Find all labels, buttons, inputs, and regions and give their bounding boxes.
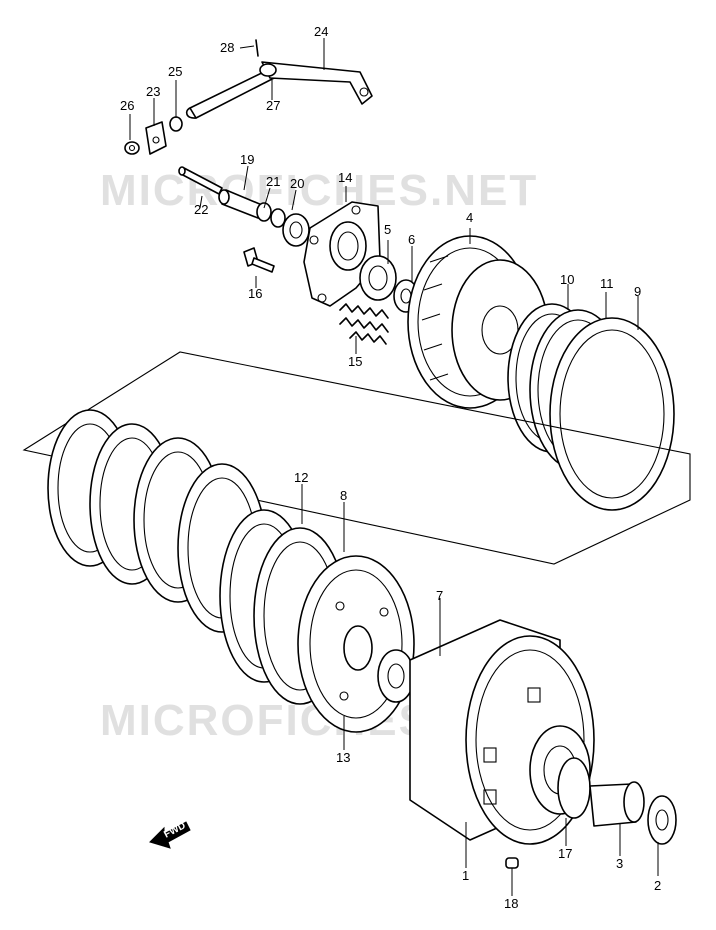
callout-26: 26 (120, 98, 134, 113)
callout-25: 25 (168, 64, 182, 79)
plate-stack-outline (22, 351, 691, 565)
callout-9: 9 (634, 284, 641, 299)
callout-2: 2 (654, 878, 661, 893)
push-piece-bearing (218, 189, 310, 247)
callout-11: 11 (600, 276, 614, 291)
callout-28: 28 (220, 40, 234, 55)
callout-19: 19 (240, 152, 254, 167)
callout-20: 20 (290, 176, 304, 191)
callout-4: 4 (466, 210, 473, 225)
release-lever-shaft (185, 39, 373, 119)
callout-27: 27 (266, 98, 280, 113)
release-bearing (359, 255, 419, 313)
callout-numbers: 1 2 3 4 5 6 7 8 9 10 11 12 13 14 15 16 1… (120, 24, 661, 911)
forward-direction-arrow: FWD (149, 820, 191, 849)
small-washers-group (124, 116, 183, 155)
callout-21: 21 (266, 174, 280, 189)
callout-18: 18 (504, 896, 518, 911)
clutch-inner-hub (297, 555, 415, 733)
callout-15: 15 (348, 354, 362, 369)
thrust-washer (377, 649, 415, 703)
thrust-plates (507, 303, 675, 511)
callout-24: 24 (314, 24, 328, 39)
leader-lines (129, 38, 659, 896)
callout-7: 7 (436, 588, 443, 603)
housing-spacer-collar (505, 757, 677, 869)
callout-23: 23 (146, 84, 160, 99)
callout-16: 16 (248, 286, 262, 301)
callout-13: 13 (336, 750, 350, 765)
callout-17: 17 (558, 846, 572, 861)
callout-5: 5 (384, 222, 391, 237)
callout-22: 22 (194, 202, 208, 217)
callout-14: 14 (338, 170, 352, 185)
clutch-springs (339, 303, 389, 345)
callout-3: 3 (616, 856, 623, 871)
callout-1: 1 (462, 868, 469, 883)
callout-12: 12 (294, 470, 308, 485)
callout-6: 6 (408, 232, 415, 247)
callout-8: 8 (340, 488, 347, 503)
callout-10: 10 (560, 272, 574, 287)
bolt (243, 247, 275, 273)
watermark-top: MICROFICHES.NET (100, 166, 538, 215)
